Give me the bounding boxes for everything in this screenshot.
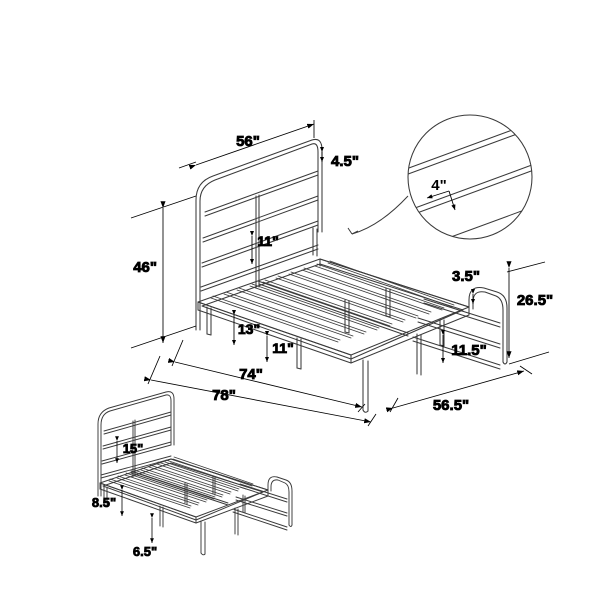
dim-center-leg-height: 11" [272,340,293,356]
secondary-view-dimensions: 15" 8.5" 6.5" [91,436,158,559]
secondary-slats [108,456,254,509]
secondary-legs [103,475,246,556]
ext-265-bottom [508,351,550,365]
main-view-dimensions: 56" 4.5" 11" 46" 13" 11" 74" 78" 3.5" [130,120,554,427]
dim-deck-height: 8.5" [92,495,116,510]
dim-center-leg-height-2: 6.5" [133,544,157,559]
dim-side-leg-height: 13" [238,321,260,337]
secondary-footboard [232,476,293,536]
secondary-center-rail [99,458,269,518]
ext-565-right [519,365,533,375]
dim-headboard-clearance: 11" [257,233,278,249]
ext-78-right [367,413,377,427]
dim-headboard-above-deck: 15" [123,441,144,456]
detail-leader-arrow [347,227,359,235]
slat-spacing-arrow-right [448,190,456,211]
dim-headboard-rail-gap: 4.5" [331,153,359,170]
detail-leader-line [351,195,409,235]
secondary-isometric-view [97,391,293,556]
dim-slat-spacing: 4" [431,177,446,194]
dim-overall-length: 78" [212,387,236,404]
dimline-78 [143,376,372,424]
dimline-565 [385,370,525,413]
dim-mattress-length: 74" [239,366,263,383]
main-isometric-view [195,138,508,413]
dim-headboard-width: 56" [236,133,260,150]
ext-265-top [506,261,546,273]
dim-footboard-rail-gap: 3.5" [452,268,480,285]
detail-circle [407,114,533,240]
headboard [195,138,323,331]
dimline-56 [188,123,315,170]
platform-slats [210,260,455,343]
dim-overall-width: 56.5" [433,397,469,414]
center-support-rail [197,258,470,356]
dim-headboard-height: 46" [133,259,157,276]
footboard [412,287,508,376]
dim-footboard-clearance: 11.5" [451,342,486,359]
slat-spacing-arrow-left [426,190,450,199]
dim-footboard-height: 26.5" [517,292,553,309]
